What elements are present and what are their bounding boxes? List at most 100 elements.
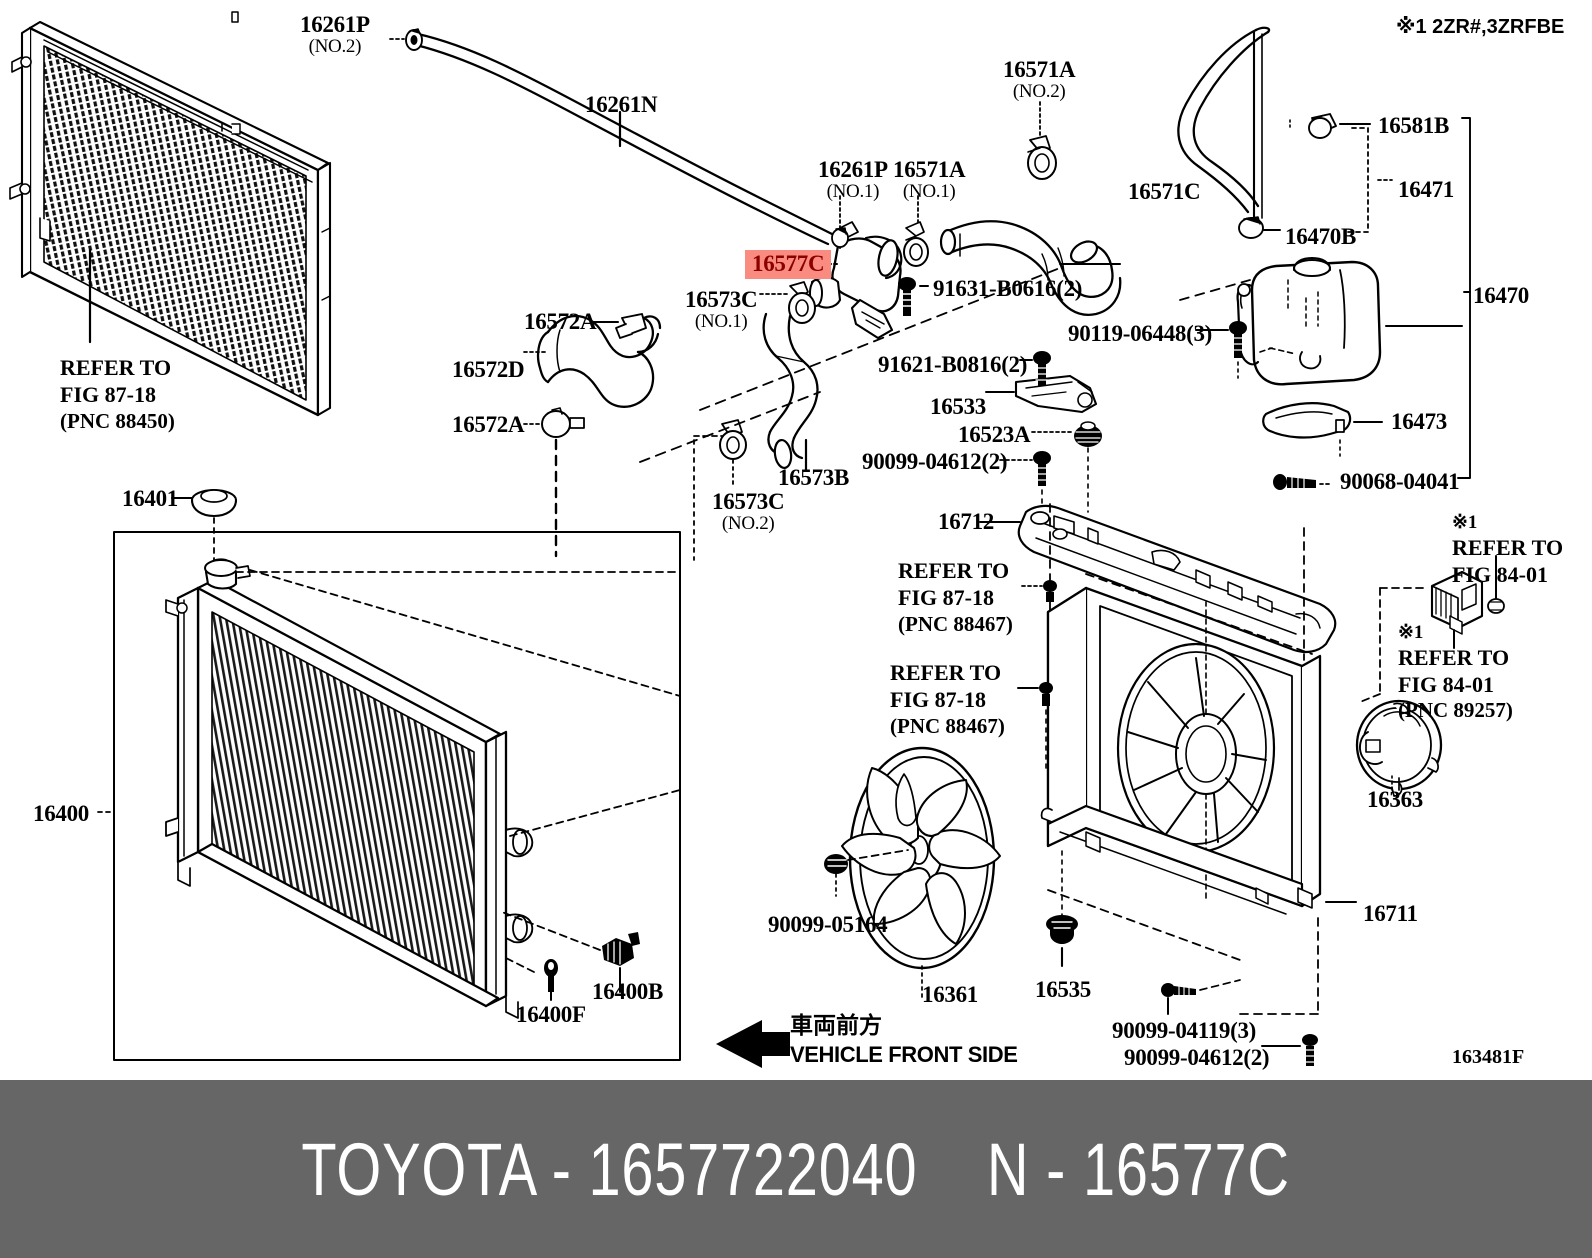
footer-separator-1: - [552, 1127, 573, 1211]
label-text: 16523A [958, 422, 1031, 447]
label-text: 16471 [1398, 177, 1455, 202]
footer-bar: TOYOTA - 1657722040 N - 16577C [0, 1080, 1592, 1258]
upper-radiator-hose-16571c [939, 220, 1122, 316]
hose-clamp-16572a-top [615, 313, 647, 339]
radiator-support-16712 [1017, 504, 1337, 654]
label-16533: 16533 [930, 394, 987, 419]
bracket-16533 [1014, 374, 1098, 414]
label-text: 16571A [1003, 57, 1076, 82]
label-text: 16573C [712, 489, 785, 514]
label-text: 16711 [1363, 901, 1418, 926]
label-text: 16400B [592, 979, 664, 1004]
front-side-japanese: 車両前方 [790, 1013, 882, 1039]
label-sub: (NO.2) [1012, 81, 1066, 103]
label-16523a: 16523A [958, 422, 1031, 447]
label-16572a-bottom: 16572A [452, 412, 525, 437]
label-90099-04612-bottom: 90099-04612(2) [1124, 1045, 1270, 1070]
reference-mark: ※1 [1452, 512, 1478, 533]
label-sub: (NO.1) [902, 181, 956, 203]
label-16572d: 16572D [452, 357, 525, 382]
label-16571c: 16571C [1128, 179, 1201, 204]
footer-ref-code: 16577C [1083, 1127, 1291, 1211]
drain-plug-16400f [544, 959, 558, 992]
footer-part-number: 1657722040 [588, 1127, 918, 1211]
label-91621-b0816: 91621-B0816(2) [878, 352, 1027, 377]
label-text: 16470B [1285, 224, 1357, 249]
fan-shroud-16711 [1040, 586, 1322, 915]
label-text: 16573C [685, 287, 758, 312]
refer-line-2: FIG 84-01 [1452, 561, 1548, 587]
label-text: 90068-04041 [1340, 469, 1460, 494]
bolt-91631-b0616 [898, 277, 916, 316]
engine-variant-note: ※1 2ZR#,3ZRFBE [1396, 16, 1565, 38]
label-16572a-top: 16572A [524, 309, 597, 334]
label-16400: 16400 [33, 801, 90, 826]
refer-line-2: FIG 87-18 [890, 686, 986, 712]
ac-condenser-illustration [9, 11, 332, 417]
label-text: 16401 [122, 486, 179, 511]
footer-ref-prefix: N [987, 1127, 1030, 1211]
refer-line-2: FIG 87-18 [60, 381, 156, 407]
hose-clamp-16572a-bottom [541, 407, 585, 438]
drawing-number: 163481F [1452, 1046, 1525, 1068]
label-16581b: 16581B [1378, 113, 1449, 138]
label-text: 90099-04612(2) [862, 449, 1008, 474]
footer-separator-2: - [1046, 1127, 1067, 1211]
label-text: 90119-06448(3) [1068, 321, 1213, 346]
label-text: 16470 [1473, 283, 1530, 308]
label-16470: 16470 [1473, 283, 1530, 308]
label-text: 90099-05164 [768, 912, 888, 937]
label-text: 16571A [893, 157, 966, 182]
refer-line-1: REFER TO [1452, 534, 1564, 560]
hose-clamp-16581b [1308, 113, 1337, 139]
label-text: 16573B [778, 465, 850, 490]
label-16571a-no1: 16571A (NO.1) [893, 157, 966, 203]
label-sub: (NO.2) [721, 513, 775, 535]
screw-90099-04612-bottom [1302, 1034, 1318, 1066]
grommet-16523a [1074, 421, 1102, 447]
label-text: 16400 [33, 801, 90, 826]
label-16400f: 16400F [516, 1002, 586, 1027]
clip-fan-8718 [1039, 682, 1053, 706]
bolt-91621-b0816 [1033, 351, 1051, 386]
reservoir-hose-16471 [1177, 26, 1271, 224]
relay-block-8401 [1430, 570, 1505, 635]
label-sub: (NO.1) [694, 311, 748, 333]
label-sub: (NO.1) [826, 181, 880, 203]
refer-pnc: (PNC 89257) [1398, 698, 1513, 723]
nut-90099-05164 [824, 854, 848, 897]
hose-clamp-16261p-no2 [405, 28, 423, 51]
bolt-90068-04041 [1273, 474, 1316, 490]
bracket-16473 [1262, 402, 1352, 439]
label-16471: 16471 [1398, 177, 1455, 202]
label-16573b: 16573B [778, 465, 850, 490]
label-16577c-selected[interactable]: 16577C [745, 250, 832, 280]
refer-line-1: REFER TO [890, 660, 1002, 685]
radiator-cap-16401 [190, 488, 238, 518]
reference-mark: ※1 [1398, 622, 1424, 643]
bolt-90119-06448 [1229, 321, 1247, 358]
refer-line-1: REFER TO [60, 355, 172, 380]
label-16261p-no1: 16261P (NO.1) [818, 157, 888, 203]
vehicle-front-side-annotation: 車両前方 VEHICLE FRONT SIDE [790, 1012, 1018, 1068]
diagram-canvas [9, 11, 1505, 1068]
label-90119-06448: 90119-06448(3) [1068, 321, 1213, 346]
refer-block-condenser: REFER TO FIG 87-18 (PNC 88450) [60, 355, 175, 434]
footer-part-identifier: TOYOTA - 1657722040 N - 16577C [302, 1127, 1290, 1212]
label-text: 16577C [752, 251, 825, 276]
refer-pnc: (PNC 88467) [898, 611, 1013, 636]
hose-clamp-16470b [1238, 216, 1264, 239]
label-text: 16535 [1035, 977, 1092, 1002]
refer-line-2: FIG 84-01 [1398, 671, 1494, 697]
hose-clamp-16261p-no1 [831, 227, 849, 248]
screw-90099-04119 [1161, 983, 1196, 997]
label-16401: 16401 [122, 486, 179, 511]
label-text: 16533 [930, 394, 987, 419]
footer-brand: TOYOTA [301, 1127, 536, 1211]
label-text: 16363 [1367, 787, 1424, 812]
label-90099-04119: 90099-04119(3) [1112, 1018, 1256, 1043]
label-16473: 16473 [1391, 409, 1447, 434]
parts-illustration [9, 11, 1505, 1068]
label-text: 16572A [524, 309, 597, 334]
refer-line-1: REFER TO [1398, 644, 1510, 670]
